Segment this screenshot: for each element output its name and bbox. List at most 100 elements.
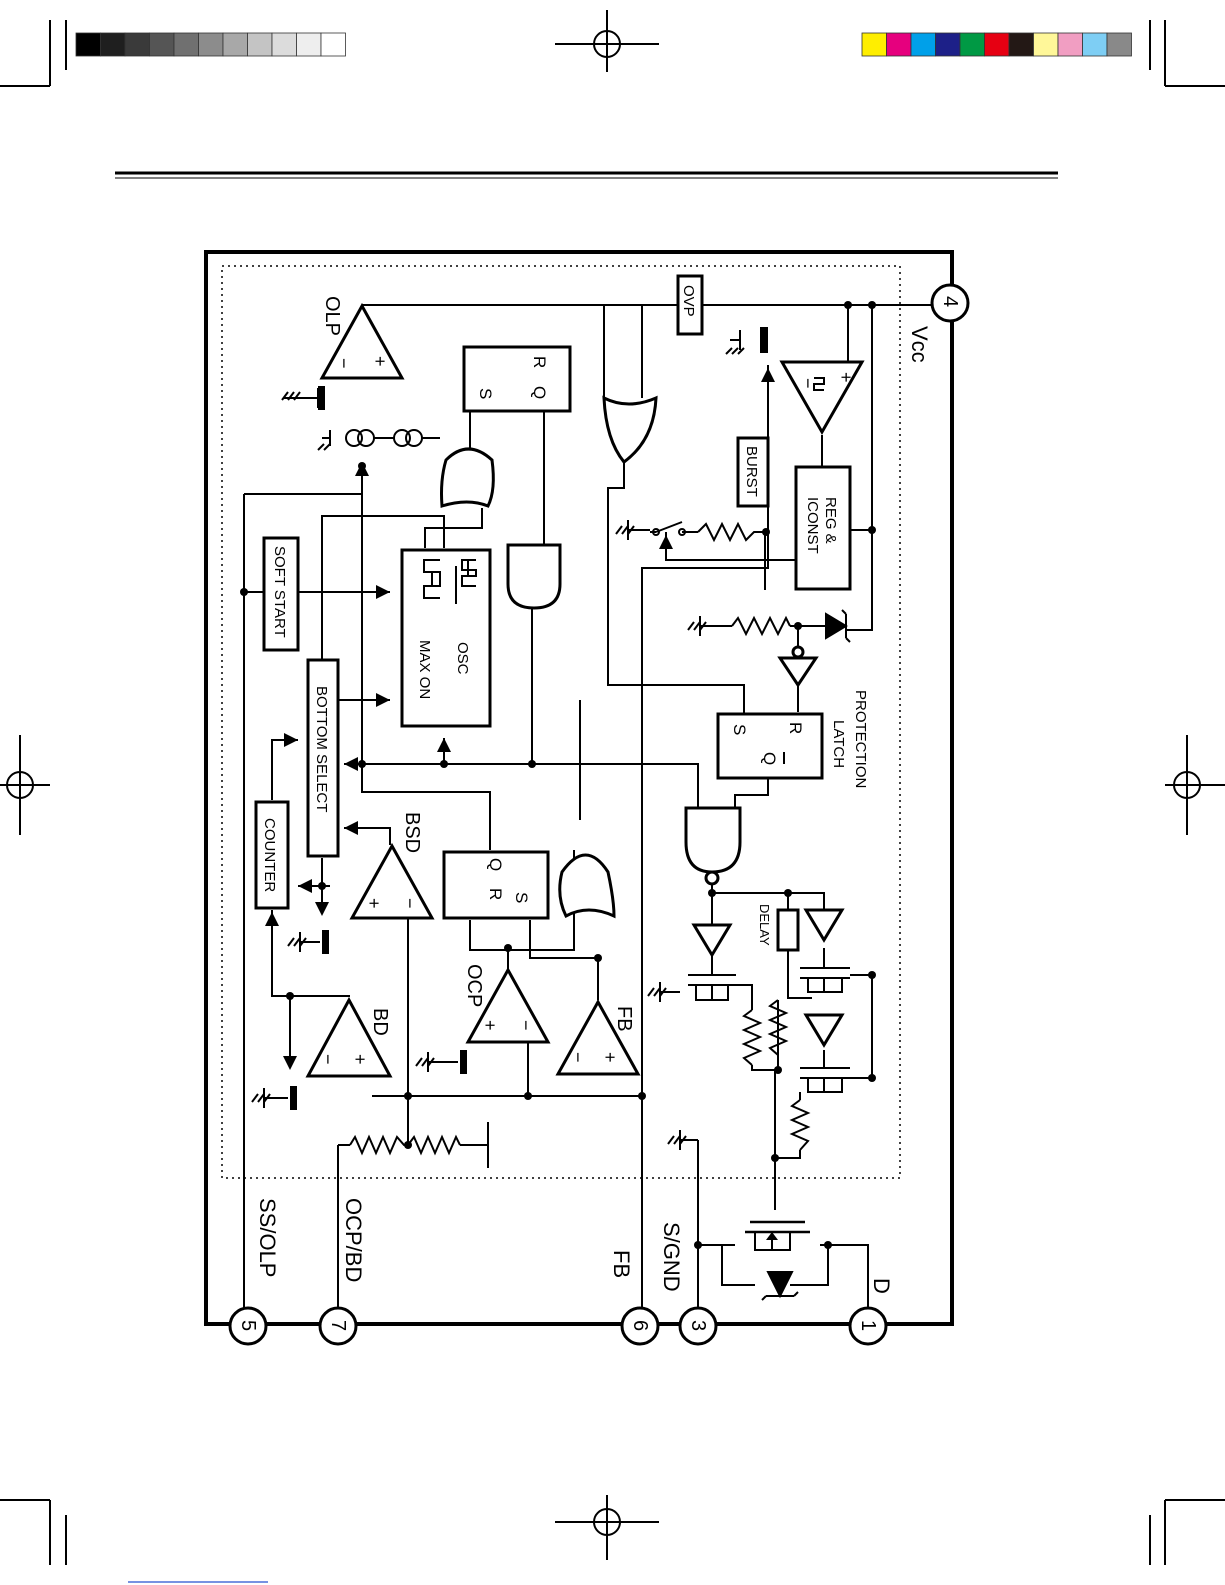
pin-4-number: 4 bbox=[939, 296, 961, 307]
protection-label: PROTECTION bbox=[852, 690, 869, 788]
junction-dot bbox=[771, 1154, 779, 1162]
amp-plus: + bbox=[836, 372, 856, 383]
pin-1-number: 1 bbox=[857, 1320, 879, 1331]
arrowhead bbox=[284, 733, 298, 747]
gray-swatch bbox=[150, 33, 175, 56]
junction-dot bbox=[694, 1241, 702, 1249]
junction-dot bbox=[524, 1092, 532, 1100]
pin-3-number: 3 bbox=[687, 1320, 709, 1331]
pin-6-label: FB bbox=[609, 1250, 634, 1278]
pin-5-label: SS/OLP bbox=[255, 1198, 280, 1277]
arrowhead bbox=[344, 821, 358, 835]
junction-dot bbox=[594, 954, 602, 962]
gray-swatch bbox=[101, 33, 126, 56]
arrowhead bbox=[315, 902, 329, 916]
junction-dot bbox=[868, 526, 876, 534]
junction-dot bbox=[504, 944, 512, 952]
bd-plus: + bbox=[350, 1054, 370, 1065]
registration-target-left bbox=[0, 735, 50, 835]
process-swatch bbox=[911, 33, 936, 56]
arrowheads bbox=[265, 368, 775, 1070]
junction-dot bbox=[868, 971, 876, 979]
gray-swatch bbox=[297, 33, 322, 56]
process-color-bar bbox=[862, 33, 1132, 56]
protection-nand-gate bbox=[686, 808, 740, 884]
counter-label: COUNTER bbox=[261, 818, 278, 892]
process-swatch bbox=[1107, 33, 1132, 56]
ocp-label: OCP bbox=[463, 964, 485, 1007]
protection-latch-r: R bbox=[786, 722, 805, 734]
junction-dot bbox=[240, 588, 248, 596]
junction-dot bbox=[404, 1092, 412, 1100]
reg-label: REG & bbox=[822, 497, 839, 544]
gray-swatch bbox=[248, 33, 273, 56]
process-swatch bbox=[985, 33, 1010, 56]
printer-marks bbox=[0, 10, 1225, 1582]
process-swatch bbox=[960, 33, 985, 56]
ocp-plus: + bbox=[480, 1020, 500, 1031]
gray-swatch bbox=[76, 33, 101, 56]
arrowhead bbox=[761, 368, 775, 382]
counter-block: COUNTER bbox=[256, 802, 288, 908]
header-rule bbox=[115, 173, 1058, 178]
junction-dot bbox=[762, 528, 770, 536]
latch-top-s: S bbox=[476, 388, 495, 399]
ovp-block: OVP bbox=[678, 276, 702, 334]
bsd-minus: − bbox=[400, 898, 420, 909]
registration-target-right bbox=[1165, 735, 1225, 835]
olp-minus: − bbox=[334, 358, 354, 369]
delay-label: DELAY bbox=[757, 904, 772, 946]
junction-dot bbox=[638, 1092, 646, 1100]
bsd-plus: + bbox=[364, 898, 384, 909]
protection-latch-qbar: Q bbox=[760, 752, 779, 765]
osc-or-gate bbox=[442, 449, 494, 506]
current-sources bbox=[346, 430, 440, 446]
osc-and-gate bbox=[508, 545, 560, 608]
burst-block: BURST bbox=[738, 438, 768, 506]
gray-swatch bbox=[272, 33, 297, 56]
arrowhead bbox=[376, 585, 390, 599]
process-swatch bbox=[1083, 33, 1108, 56]
arrowhead bbox=[355, 462, 369, 476]
junction-dot bbox=[868, 1074, 876, 1082]
protection-latch-s: S bbox=[730, 724, 749, 735]
reg-iconst-block: REG & ICONST bbox=[796, 467, 850, 589]
junction-dot bbox=[774, 1066, 782, 1074]
latch-bottom-r: R bbox=[486, 888, 505, 900]
arrowhead bbox=[437, 738, 451, 752]
ovp-label: OVP bbox=[680, 285, 697, 317]
max-on-label: MAX ON bbox=[416, 640, 433, 699]
olp-plus: + bbox=[370, 356, 390, 367]
latch-top-q: Q bbox=[530, 386, 549, 399]
bottom-select-block: BOTTOM SELECT bbox=[308, 660, 338, 856]
burst-label: BURST bbox=[743, 446, 760, 497]
junction-dot bbox=[528, 760, 536, 768]
osc-label: OSC bbox=[454, 642, 471, 675]
arrowhead bbox=[265, 912, 279, 926]
gray-swatch bbox=[125, 33, 150, 56]
fb-comparator-label: FB bbox=[613, 1006, 635, 1032]
rs-latch-top: R Q S bbox=[464, 347, 570, 411]
pin-6: 6 FB bbox=[609, 1250, 658, 1344]
process-swatch bbox=[936, 33, 961, 56]
bd-comparator: − + BD bbox=[308, 1000, 391, 1076]
gray-swatch bbox=[174, 33, 199, 56]
gray-swatch bbox=[321, 33, 346, 56]
process-swatch bbox=[1009, 33, 1034, 56]
bd-label: BD bbox=[369, 1008, 391, 1036]
latch-bottom-s: S bbox=[512, 892, 531, 903]
junction-dot bbox=[868, 301, 876, 309]
bottom-select-label: BOTTOM SELECT bbox=[313, 686, 330, 812]
ovp-or-gate bbox=[604, 398, 656, 462]
gray-swatch bbox=[223, 33, 248, 56]
junction-dot bbox=[358, 760, 366, 768]
olp-comparator: − + OLP bbox=[321, 296, 402, 378]
latch-label: LATCH bbox=[830, 720, 847, 768]
latch-bottom-q: Q bbox=[486, 858, 505, 871]
process-swatch bbox=[1058, 33, 1083, 56]
power-mosfet bbox=[745, 1222, 810, 1250]
process-swatch bbox=[1034, 33, 1059, 56]
pin-3-label: S/GND bbox=[659, 1222, 684, 1292]
junction-dot bbox=[708, 889, 716, 897]
